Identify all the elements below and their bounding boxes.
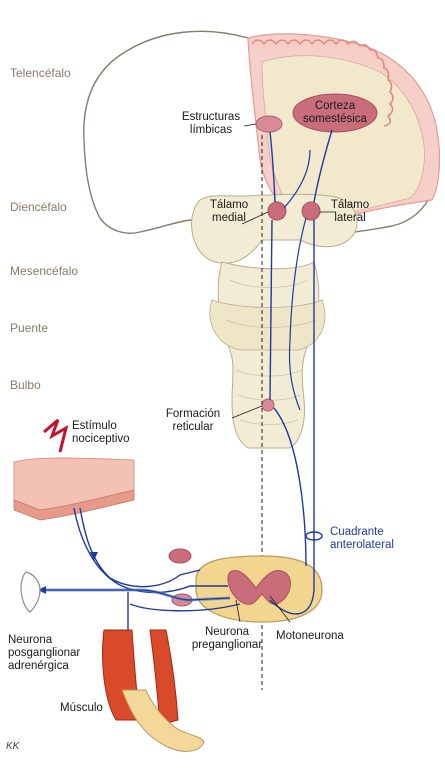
lateral-thalamus-nucleus (302, 202, 320, 220)
label-reticular-line1: Formación (158, 408, 228, 421)
label-medial-thalamus-line1: Tálamo (204, 199, 254, 212)
label-preganglionic-line1: Neurona (186, 626, 268, 639)
label-lateral-thalamus-line1: Tálamo (325, 199, 375, 212)
label-anterolateral-line1: Cuadrante (330, 526, 394, 539)
label-preganglionic-line2: preganglionar (186, 639, 268, 652)
reticular-formation-nucleus (262, 399, 274, 411)
label-cortex: Corteza somestésica (294, 100, 376, 126)
label-cortex-line1: Corteza (294, 100, 376, 113)
level-pons: Puente (10, 321, 48, 335)
label-limbic-line1: Estructuras (176, 111, 246, 124)
label-postganglionic-line1: Neurona (8, 634, 80, 647)
label-stimulus-line1: Estímulo (72, 420, 130, 433)
afferent-fiber (80, 508, 200, 587)
label-muscle: Músculo (60, 702, 103, 715)
label-preganglionic-neuron: Neurona preganglionar (186, 626, 268, 652)
label-stimulus: Estímulo nociceptivo (72, 420, 130, 446)
dorsal-root-ganglion (169, 549, 191, 563)
label-limbic-line2: límbicas (176, 124, 246, 137)
label-cortex-line2: somestésica (294, 113, 376, 126)
limbic-structures-nucleus (256, 116, 282, 132)
pons-bulge (210, 300, 325, 350)
label-postganglionic-neuron: Neurona posganglionar adrenérgica (8, 634, 80, 673)
label-postganglionic-line2: posganglionar (8, 647, 80, 660)
level-mesencephalon: Mesencéfalo (10, 264, 78, 278)
signature: KK (6, 741, 19, 752)
label-reticular-formation: Formación reticular (158, 408, 228, 434)
label-medial-thalamus: Tálamo medial (204, 199, 254, 225)
postganglionic-neuron (21, 572, 40, 612)
label-anterolateral-line2: anterolateral (330, 539, 394, 552)
label-medial-thalamus-line2: medial (204, 212, 254, 225)
stimulus-bolt-icon (44, 420, 66, 452)
label-reticular-line2: reticular (158, 421, 228, 434)
level-diencephalon: Diencéfalo (10, 200, 67, 214)
level-medulla: Bulbo (10, 378, 41, 392)
label-lateral-thalamus-line2: lateral (325, 212, 375, 225)
label-motoneuron: Motoneurona (276, 630, 344, 643)
label-limbic-structures: Estructuras límbicas (176, 111, 246, 137)
label-postganglionic-line3: adrenérgica (8, 660, 80, 673)
label-anterolateral-quadrant: Cuadrante anterolateral (330, 526, 394, 552)
brainstem (218, 262, 319, 448)
label-stimulus-line2: nociceptivo (72, 433, 130, 446)
medial-thalamus-nucleus (268, 202, 286, 220)
level-telencephalon: Telencéfalo (10, 66, 71, 80)
label-lateral-thalamus: Tálamo lateral (325, 199, 375, 225)
